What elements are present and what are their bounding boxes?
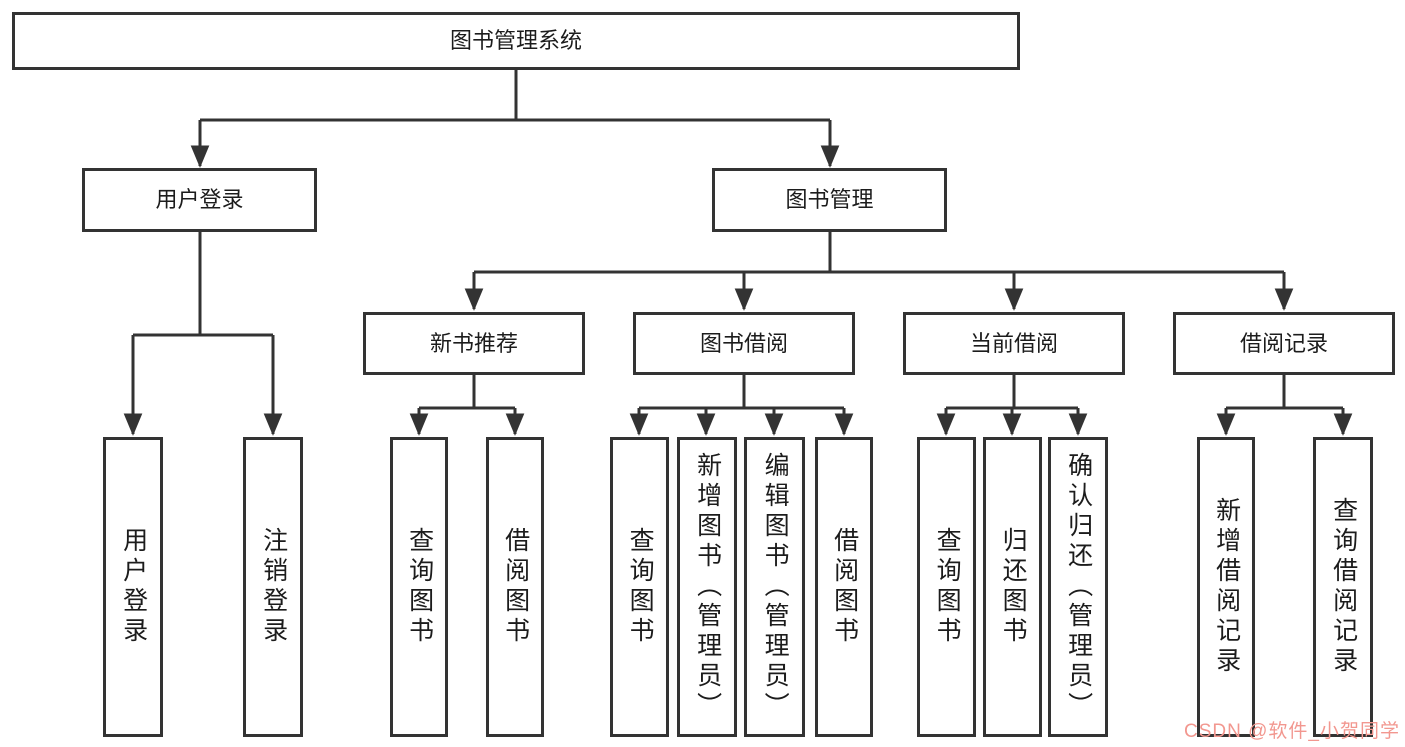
connector-book-borrow-spine <box>639 375 844 410</box>
leaf-query-borrow-record: 查询借阅记录 <box>1313 437 1373 737</box>
leaf-borrow-books-1: 借阅图书 <box>486 437 544 737</box>
leaf-query-books-1: 查询图书 <box>390 437 448 737</box>
leaf-confirm-return-admin: 确认归还（管理员） <box>1048 437 1108 737</box>
leaf-user-login: 用户登录 <box>103 437 163 737</box>
node-root-library-system: 图书管理系统 <box>12 12 1020 70</box>
connector-borrow-record-spine <box>1226 375 1343 410</box>
node-user-login: 用户登录 <box>82 168 317 232</box>
connector-current-borrow-spine <box>946 375 1078 410</box>
leaf-edit-books-admin: 编辑图书（管理员） <box>744 437 805 737</box>
leaf-borrow-books-2: 借阅图书 <box>815 437 873 737</box>
connector-root-spine <box>200 70 830 122</box>
leaf-logout: 注销登录 <box>243 437 303 737</box>
node-borrow-records: 借阅记录 <box>1173 312 1395 375</box>
node-current-borrowing: 当前借阅 <box>903 312 1125 375</box>
leaf-return-books: 归还图书 <box>983 437 1042 737</box>
leaf-query-books-2: 查询图书 <box>610 437 669 737</box>
csdn-watermark: CSDN @软件_小贺同学 <box>1184 721 1400 742</box>
connector-new-book-spine <box>419 375 515 410</box>
leaf-add-books-admin: 新增图书（管理员） <box>677 437 737 737</box>
node-new-book-recommend: 新书推荐 <box>363 312 585 375</box>
leaf-add-borrow-record: 新增借阅记录 <box>1197 437 1255 737</box>
connector-book-mgmt-spine <box>474 232 1284 274</box>
connector-user-login-spine <box>133 232 273 337</box>
node-book-borrowing: 图书借阅 <box>633 312 855 375</box>
leaf-query-books-3: 查询图书 <box>917 437 976 737</box>
node-book-management: 图书管理 <box>712 168 947 232</box>
